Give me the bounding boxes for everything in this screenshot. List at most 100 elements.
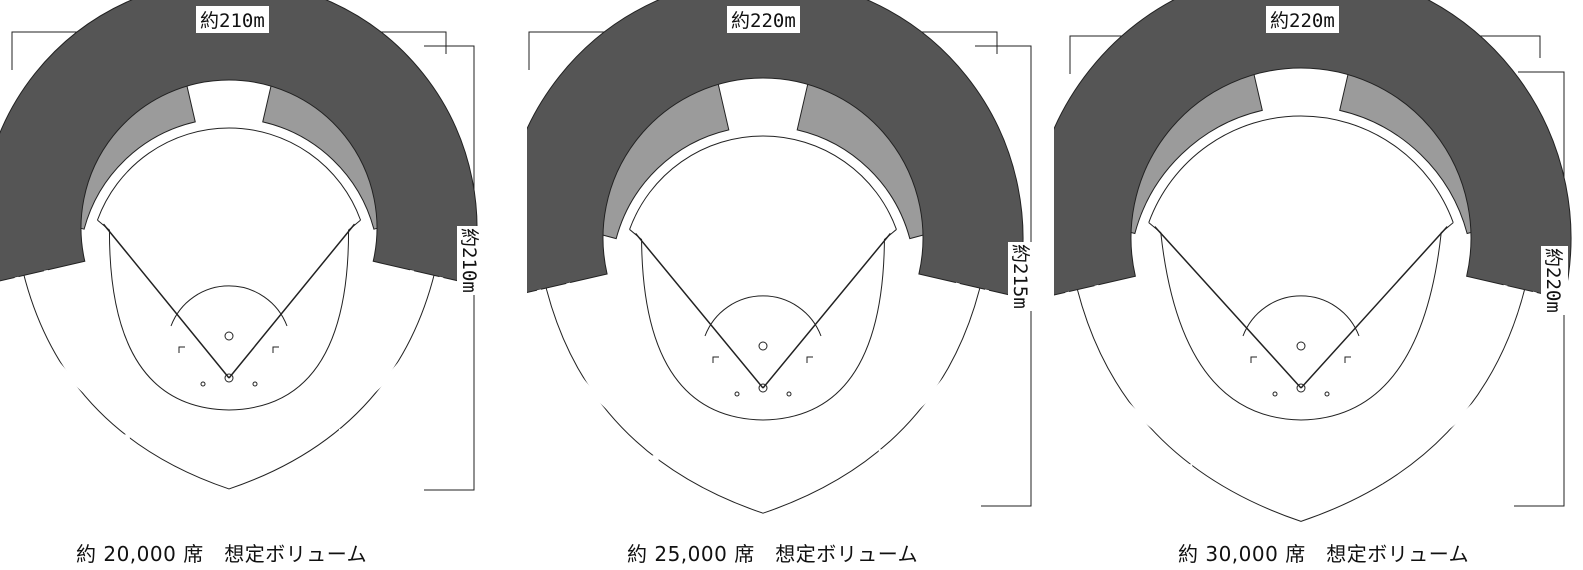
aisle-marker bbox=[612, 430, 619, 437]
capacity-caption: 約 25,000 席 想定ボリューム bbox=[627, 542, 919, 566]
aisle-marker bbox=[1321, 423, 1328, 430]
aisle-marker bbox=[1183, 386, 1190, 393]
aisle-marker bbox=[1376, 477, 1383, 484]
aisle-marker bbox=[68, 282, 75, 289]
aisle-marker bbox=[630, 406, 637, 413]
aisle-marker bbox=[1523, 354, 1530, 361]
concourse-ring-0 bbox=[1065, 291, 1537, 480]
aisle-marker bbox=[745, 449, 752, 456]
capacity-caption: 約 30,000 席 想定ボリューム bbox=[1178, 542, 1470, 566]
aisle-marker bbox=[1119, 299, 1126, 306]
aisle-marker bbox=[254, 456, 261, 463]
aisle-marker bbox=[81, 311, 88, 318]
stadium-plan-20000: 約210m 約210m 約 20,000 席 想定ボリューム bbox=[0, 0, 527, 570]
infield-arc bbox=[704, 295, 822, 337]
aisle-marker bbox=[277, 384, 284, 391]
aisle-marker bbox=[405, 320, 412, 327]
aisle-marker bbox=[1058, 322, 1065, 329]
foul-lines bbox=[634, 232, 892, 389]
aisle-marker bbox=[7, 304, 14, 311]
on-deck-circle bbox=[1272, 391, 1278, 397]
playing-field bbox=[1148, 115, 1454, 421]
foul-lines bbox=[102, 223, 356, 379]
aisle-marker bbox=[75, 360, 82, 367]
infield-arc bbox=[170, 285, 288, 327]
aisle-marker bbox=[356, 330, 363, 337]
aisle-marker bbox=[1420, 380, 1427, 387]
aisle-marker bbox=[152, 375, 159, 382]
aisle-marker bbox=[1199, 437, 1206, 444]
aisle-marker bbox=[1282, 459, 1289, 466]
aisle-marker bbox=[878, 449, 885, 456]
aisle-marker bbox=[250, 426, 257, 433]
aisle-marker bbox=[1214, 405, 1221, 412]
aisle-marker bbox=[356, 380, 363, 387]
aisle-marker bbox=[864, 423, 871, 430]
aisle-marker bbox=[835, 468, 842, 475]
aisle-marker bbox=[605, 327, 612, 334]
aisle-marker bbox=[918, 319, 925, 326]
aisle-marker bbox=[577, 398, 584, 405]
field-wall bbox=[97, 219, 361, 411]
infield-grandstand bbox=[1054, 0, 1572, 300]
aisle-marker bbox=[1325, 458, 1332, 465]
aisle-marker bbox=[182, 387, 189, 394]
concourse-ring-0 bbox=[14, 276, 444, 448]
aisle-marker bbox=[789, 478, 796, 485]
stadium-drawing bbox=[1054, 0, 1572, 522]
aisle-marker bbox=[1239, 452, 1246, 459]
aisle-marker bbox=[899, 348, 906, 355]
playing-field bbox=[629, 135, 897, 421]
aisle-marker bbox=[1135, 332, 1142, 339]
aisle-marker bbox=[173, 421, 180, 428]
aisle-marker bbox=[288, 418, 295, 425]
aisle-marker bbox=[383, 352, 390, 359]
on-deck-circle bbox=[200, 381, 206, 387]
infield-arc bbox=[1242, 295, 1360, 337]
concourse-ring-1 bbox=[1094, 284, 1508, 450]
aisle-marker bbox=[1445, 354, 1452, 361]
depth-dimension-label: 約210m bbox=[457, 226, 484, 295]
aisle-marker bbox=[1465, 324, 1472, 331]
aisle-marker bbox=[1421, 458, 1428, 465]
coach-boxes bbox=[178, 346, 279, 353]
aisle-marker bbox=[917, 422, 924, 429]
aisle-marker bbox=[1186, 464, 1193, 471]
coach-boxes bbox=[1250, 356, 1351, 363]
depth-dimension-label: 約220m bbox=[1541, 246, 1568, 315]
aisle-marker bbox=[1356, 415, 1363, 422]
aisle-marker bbox=[1130, 385, 1137, 392]
infield-grandstand bbox=[527, 0, 1024, 298]
aisle-marker bbox=[1367, 448, 1374, 455]
aisle-marker bbox=[713, 408, 720, 415]
aisle-marker bbox=[950, 389, 957, 396]
aisle-marker bbox=[1407, 431, 1414, 438]
field-wall bbox=[629, 229, 897, 421]
aisle-marker bbox=[1156, 362, 1163, 369]
concourse-ring-0 bbox=[536, 289, 990, 470]
stadium-plan-25000: 約220m 約215m 約 25,000 席 想定ボリューム bbox=[527, 0, 1054, 570]
aisle-marker bbox=[898, 399, 905, 406]
coach-boxes bbox=[712, 356, 813, 363]
aisle-marker bbox=[976, 350, 983, 357]
concourse-ring-1 bbox=[43, 269, 415, 418]
foul-lines bbox=[1154, 226, 1448, 389]
width-dimension-label: 約220m bbox=[727, 6, 800, 33]
aisle-marker bbox=[51, 329, 58, 336]
outfield-fence bbox=[1148, 115, 1454, 223]
aisle-marker bbox=[338, 428, 345, 435]
aisle-marker bbox=[927, 370, 934, 377]
aisle-marker bbox=[681, 396, 688, 403]
aisle-marker bbox=[101, 337, 108, 344]
aisle-marker bbox=[1086, 311, 1093, 318]
aisle-marker bbox=[781, 413, 788, 420]
stadium-drawing bbox=[527, 0, 1032, 514]
aisle-marker bbox=[123, 434, 130, 441]
aisle-marker bbox=[137, 407, 144, 414]
aisle-marker bbox=[1442, 407, 1449, 414]
on-deck-circle bbox=[252, 381, 258, 387]
aisle-marker bbox=[826, 439, 833, 446]
aisle-marker bbox=[85, 411, 92, 418]
aisle-marker bbox=[575, 345, 582, 352]
aisle-marker bbox=[1162, 414, 1169, 421]
